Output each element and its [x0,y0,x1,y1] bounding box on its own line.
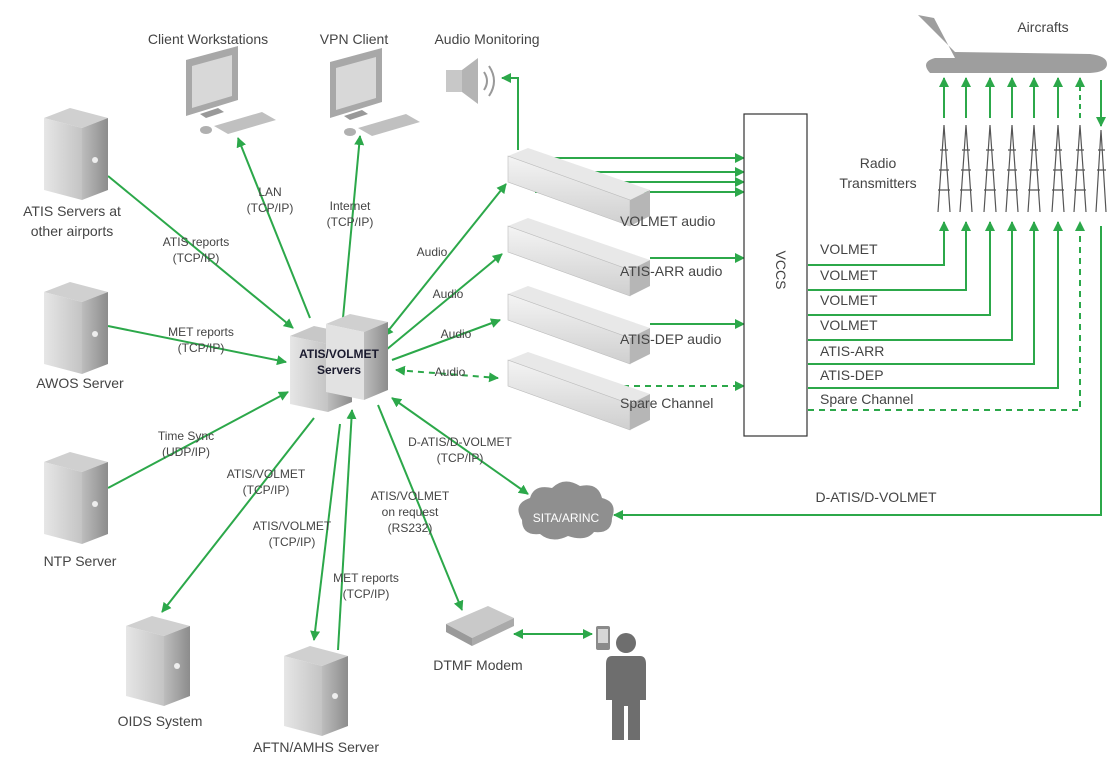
atis-dep-audio-label: ATIS-DEP audio [620,331,722,347]
person-icon [606,633,646,740]
spare-channel-label: Spare Channel [620,395,713,411]
rack-spare-icon [507,352,650,431]
atis-volmet-a-label-1: ATIS/VOLMET [227,467,306,481]
vpn-client-label: VPN Client [320,31,389,47]
dtmf-modem-label: DTMF Modem [433,657,522,673]
internet-label-2: (TCP/IP) [327,215,374,229]
radio-label-2: Transmitters [839,175,916,191]
ntp-server-icon [44,452,108,544]
central-servers-label-1: ATIS/VOLMET [299,347,379,361]
atis-volmet-b-label-1: ATIS/VOLMET [253,519,332,533]
ntp-server-label: NTP Server [44,553,117,569]
audio-label-2: Audio [433,287,464,301]
atis-servers-label-1: ATIS Servers at [23,203,121,219]
out-atis-dep-label: ATIS-DEP [820,367,884,383]
atis-servers-label-2: other airports [31,223,113,239]
cloud-icon [518,481,614,540]
aircraft-icon [918,15,1107,73]
vccs-box [743,113,808,437]
on-request-label-3: (RS232) [388,521,433,535]
aircrafts-label: Aircrafts [1017,19,1068,35]
atis-reports-label-1: ATIS reports [163,235,229,249]
volmet-audio-label: VOLMET audio [620,213,716,229]
client-workstation-icon [186,46,276,134]
radio-label-1: Radio [860,155,897,171]
out-volmet-label-4: VOLMET [820,317,878,333]
atis-server-icon [44,108,108,200]
met-reports-label-1: MET reports [168,325,234,339]
oids-system-label: OIDS System [118,713,203,729]
vccs-label: VCCS [773,251,789,290]
oids-server-icon [126,616,190,706]
time-sync-label-2: (UDP/IP) [162,445,210,459]
on-request-label-2: on request [382,505,439,519]
rack-volmet-icon [507,148,650,227]
radio-tower-icons [937,124,1107,213]
central-servers-icon [290,314,388,412]
phone-icon [596,626,610,650]
speaker-icon [446,58,495,104]
rack-atis-arr-icon [507,218,650,297]
aftn-server-label: AFTN/AMHS Server [253,739,379,755]
atis-volmet-a-label-2: (TCP/IP) [243,483,290,497]
audio-label-3: Audio [441,327,472,341]
client-workstations-label: Client Workstations [148,31,268,47]
aftn-server-icon [284,646,348,736]
datis-bottom-label: D-ATIS/D-VOLMET [815,489,937,505]
vpn-client-icon [330,48,420,136]
out-volmet-label-2: VOLMET [820,267,878,283]
central-servers-label-2: Servers [317,363,361,377]
on-request-label-1: ATIS/VOLMET [371,489,450,503]
sita-arinc-label: SITA/ARINC [533,511,600,525]
met-reports-b-label-2: (TCP/IP) [343,587,390,601]
labels: Client Workstations VPN Client Audio Mon… [23,19,1069,755]
atis-volmet-b-label-2: (TCP/IP) [269,535,316,549]
out-spare-label: Spare Channel [820,391,913,407]
out-volmet-label-3: VOLMET [820,292,878,308]
links [107,73,1106,651]
rack-atis-dep-icon [507,286,650,365]
modem-icon [446,606,514,646]
datis-label-2: (TCP/IP) [437,451,484,465]
awos-server-icon [44,282,108,374]
audio-label-1: Audio [417,245,448,259]
audio-monitoring-label: Audio Monitoring [434,31,539,47]
out-volmet-label-1: VOLMET [820,241,878,257]
out-atis-arr-label: ATIS-ARR [820,343,884,359]
time-sync-label-1: Time Sync [158,429,214,443]
lan-label-1: LAN [258,185,281,199]
met-reports-b-label-1: MET reports [333,571,399,585]
audio-label-4: Audio [435,365,466,379]
atis-arr-audio-label: ATIS-ARR audio [620,263,723,279]
atis-reports-label-2: (TCP/IP) [173,251,220,265]
awos-server-label: AWOS Server [36,375,124,391]
internet-label-1: Internet [330,199,371,213]
datis-label-1: D-ATIS/D-VOLMET [408,435,512,449]
lan-label-2: (TCP/IP) [247,201,294,215]
met-reports-label-2: (TCP/IP) [178,341,225,355]
